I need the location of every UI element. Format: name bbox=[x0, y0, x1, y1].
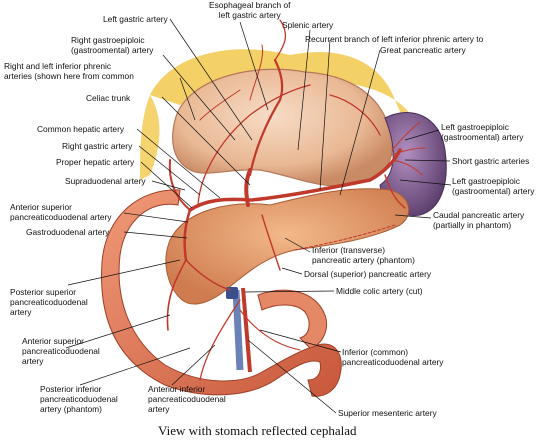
label-post-inf-pd: Posterior inferior pancreaticoduodenal a… bbox=[40, 384, 118, 414]
label-inferior-transverse: Inferior (transverse) pancreatic artery … bbox=[312, 245, 415, 265]
label-left-gastroepiploic-1: Left gastroepiploic (gastroomental) arte… bbox=[441, 122, 524, 142]
arterial-tree bbox=[166, 19, 426, 381]
label-dorsal-pancreatic: Dorsal (superior) pancreatic artery bbox=[304, 269, 432, 279]
label-supraduodenal: Supraduodenal artery bbox=[65, 176, 146, 186]
label-left-gastric-artery: Left gastric artery bbox=[103, 14, 168, 24]
label-great-pancreatic: Great pancreatic artery bbox=[380, 45, 466, 55]
label-ant-sup-pd-1: Anterior superior pancreaticoduodenal ar… bbox=[10, 202, 112, 222]
label-common-hepatic: Common hepatic artery bbox=[37, 124, 125, 134]
label-ant-sup-pd-2: Anterior superior pancreaticoduodenal ar… bbox=[22, 336, 100, 366]
label-esophageal-branch: Esophageal branch of left gastric artery bbox=[209, 0, 291, 20]
label-caudal-pancreatic: Caudal pancreatic artery (partially in p… bbox=[433, 210, 525, 230]
label-inferior-phrenic: Right and left inferior phrenic arteries… bbox=[4, 61, 134, 81]
label-right-gastroepiploic-top: Right gastroepiploic (gastroomental) art… bbox=[71, 35, 154, 55]
label-proper-hepatic: Proper hepatic artery bbox=[56, 157, 135, 167]
duodenum bbox=[101, 189, 342, 397]
pancreas bbox=[165, 188, 410, 305]
label-right-gastric: Right gastric artery bbox=[62, 141, 133, 151]
label-celiac-trunk: Celiac trunk bbox=[86, 93, 131, 103]
label-ant-inf-pd: Anterior inferior pancreaticoduodenal ar… bbox=[148, 384, 226, 414]
figure-caption: View with stomach reflected cephalad bbox=[158, 423, 357, 438]
spleen bbox=[379, 112, 447, 216]
superior-mesenteric-vessels bbox=[226, 287, 252, 373]
label-short-gastric: Short gastric arteries bbox=[452, 156, 530, 166]
label-recurrent-branch: Recurrent branch of left inferior phreni… bbox=[305, 34, 484, 44]
label-inferior-common: Inferior (common) pancreaticoduodenal ar… bbox=[342, 347, 444, 367]
label-gastroduodenal: Gastroduodenal artery bbox=[26, 227, 110, 237]
label-superior-mesenteric: Superior mesenteric artery bbox=[338, 408, 437, 418]
label-middle-colic: Middle colic artery (cut) bbox=[336, 286, 423, 296]
label-splenic-artery: Splenic artery bbox=[282, 20, 334, 30]
leader-lines bbox=[65, 18, 452, 414]
label-post-sup-pd: Posterior superior pancreaticoduodenal a… bbox=[10, 287, 88, 317]
jejunum bbox=[257, 289, 327, 349]
label-left-gastroepiploic-2: Left gastroepiploic (gastroomental) arte… bbox=[452, 176, 535, 196]
